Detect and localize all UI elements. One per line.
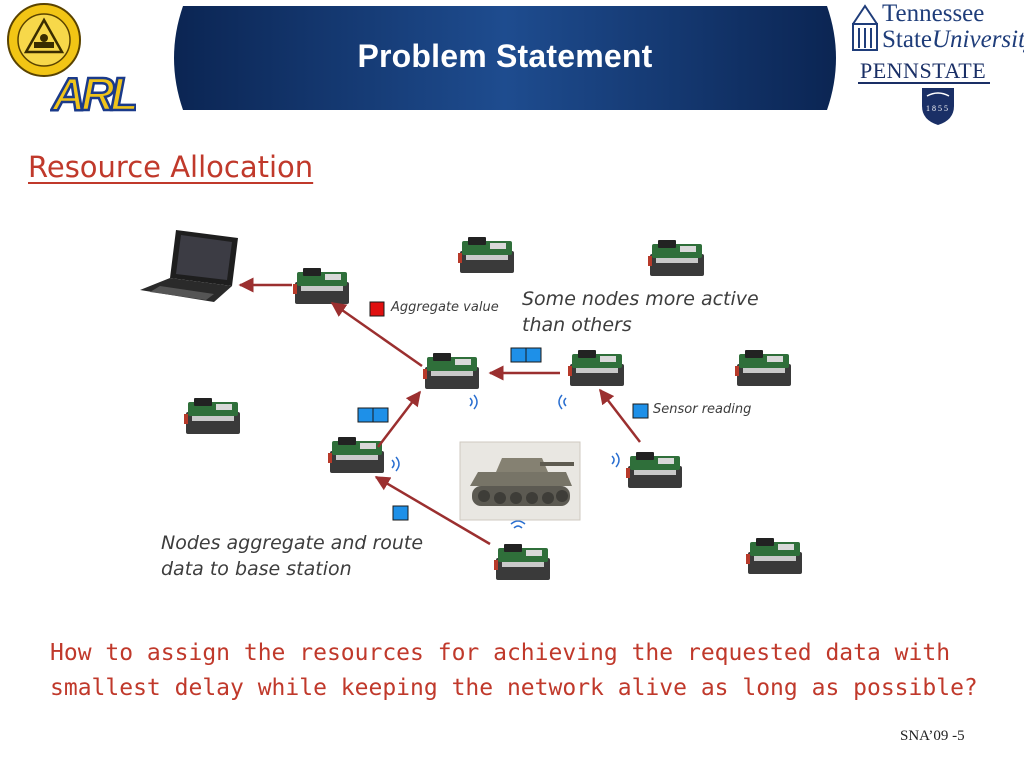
tsu-logo-line2: StateUniversity	[882, 26, 1024, 53]
laptop-base-station-icon	[140, 230, 238, 302]
arrow-route	[374, 475, 491, 546]
radio-wave-icon	[391, 456, 400, 472]
section-subtitle: Resource Allocation	[28, 150, 314, 184]
arrow-sensor-reading	[599, 388, 641, 443]
slide-number: SNA’09 -5	[900, 728, 965, 744]
sensor-node-icon	[746, 538, 802, 574]
aggregate-value-label: Aggregate value	[391, 300, 499, 315]
active-nodes-label-line2: than others	[522, 314, 632, 336]
sensor-node-icon	[184, 398, 240, 434]
data-packet	[357, 407, 374, 423]
active-nodes-label-line1: Some nodes more active	[522, 288, 759, 310]
sensor-node-icon	[423, 353, 479, 389]
sensor-node-icon	[494, 544, 550, 580]
radio-wave-icon	[611, 452, 620, 468]
data-packet	[525, 347, 542, 363]
sensor-node-icon	[626, 452, 682, 488]
arrow-aggregate	[330, 301, 423, 368]
sensor-node-icon	[328, 437, 384, 473]
radio-wave-icon	[510, 520, 526, 529]
sensor-node-icon	[568, 350, 624, 386]
pennstate-underline	[858, 82, 990, 84]
route-label-line1: Nodes aggregate and route	[161, 532, 424, 554]
sensor-node-icon	[293, 268, 349, 304]
route-label-line2: data to base station	[161, 558, 352, 580]
route-label: Nodes aggregate and route data to base s…	[161, 530, 423, 582]
pennstate-logo-text: PENNSTATE	[860, 58, 987, 83]
arl-logo-text: ARL	[51, 68, 136, 116]
army-seal-logo	[7, 3, 81, 77]
pennstate-year: 1855	[926, 104, 950, 113]
radio-wave-icon	[469, 394, 478, 410]
pennstate-shield-icon: 1855	[922, 88, 954, 125]
problem-question: How to assign the resources for achievin…	[50, 640, 978, 701]
aggregate-value-packet	[369, 301, 385, 317]
sensor-node-icon	[735, 350, 791, 386]
data-packet	[372, 407, 389, 423]
sensor-node-icon	[648, 240, 704, 276]
arl-logo: ARL	[50, 67, 136, 116]
sensor-reading-packet	[632, 403, 649, 419]
tsu-building-icon	[852, 4, 878, 51]
title-banner	[174, 6, 836, 110]
sensor-reading-label: Sensor reading	[653, 402, 752, 417]
data-packet	[392, 505, 409, 521]
data-packet	[510, 347, 527, 363]
sensor-node-icon	[458, 237, 514, 273]
radio-wave-icon	[558, 394, 567, 410]
tsu-logo-line1: Tennessee	[882, 0, 985, 27]
tank-target-image	[459, 441, 581, 521]
active-nodes-label: Some nodes more active than others	[522, 286, 759, 338]
page-title: Problem Statement	[357, 38, 653, 74]
arrow-route	[377, 390, 421, 448]
